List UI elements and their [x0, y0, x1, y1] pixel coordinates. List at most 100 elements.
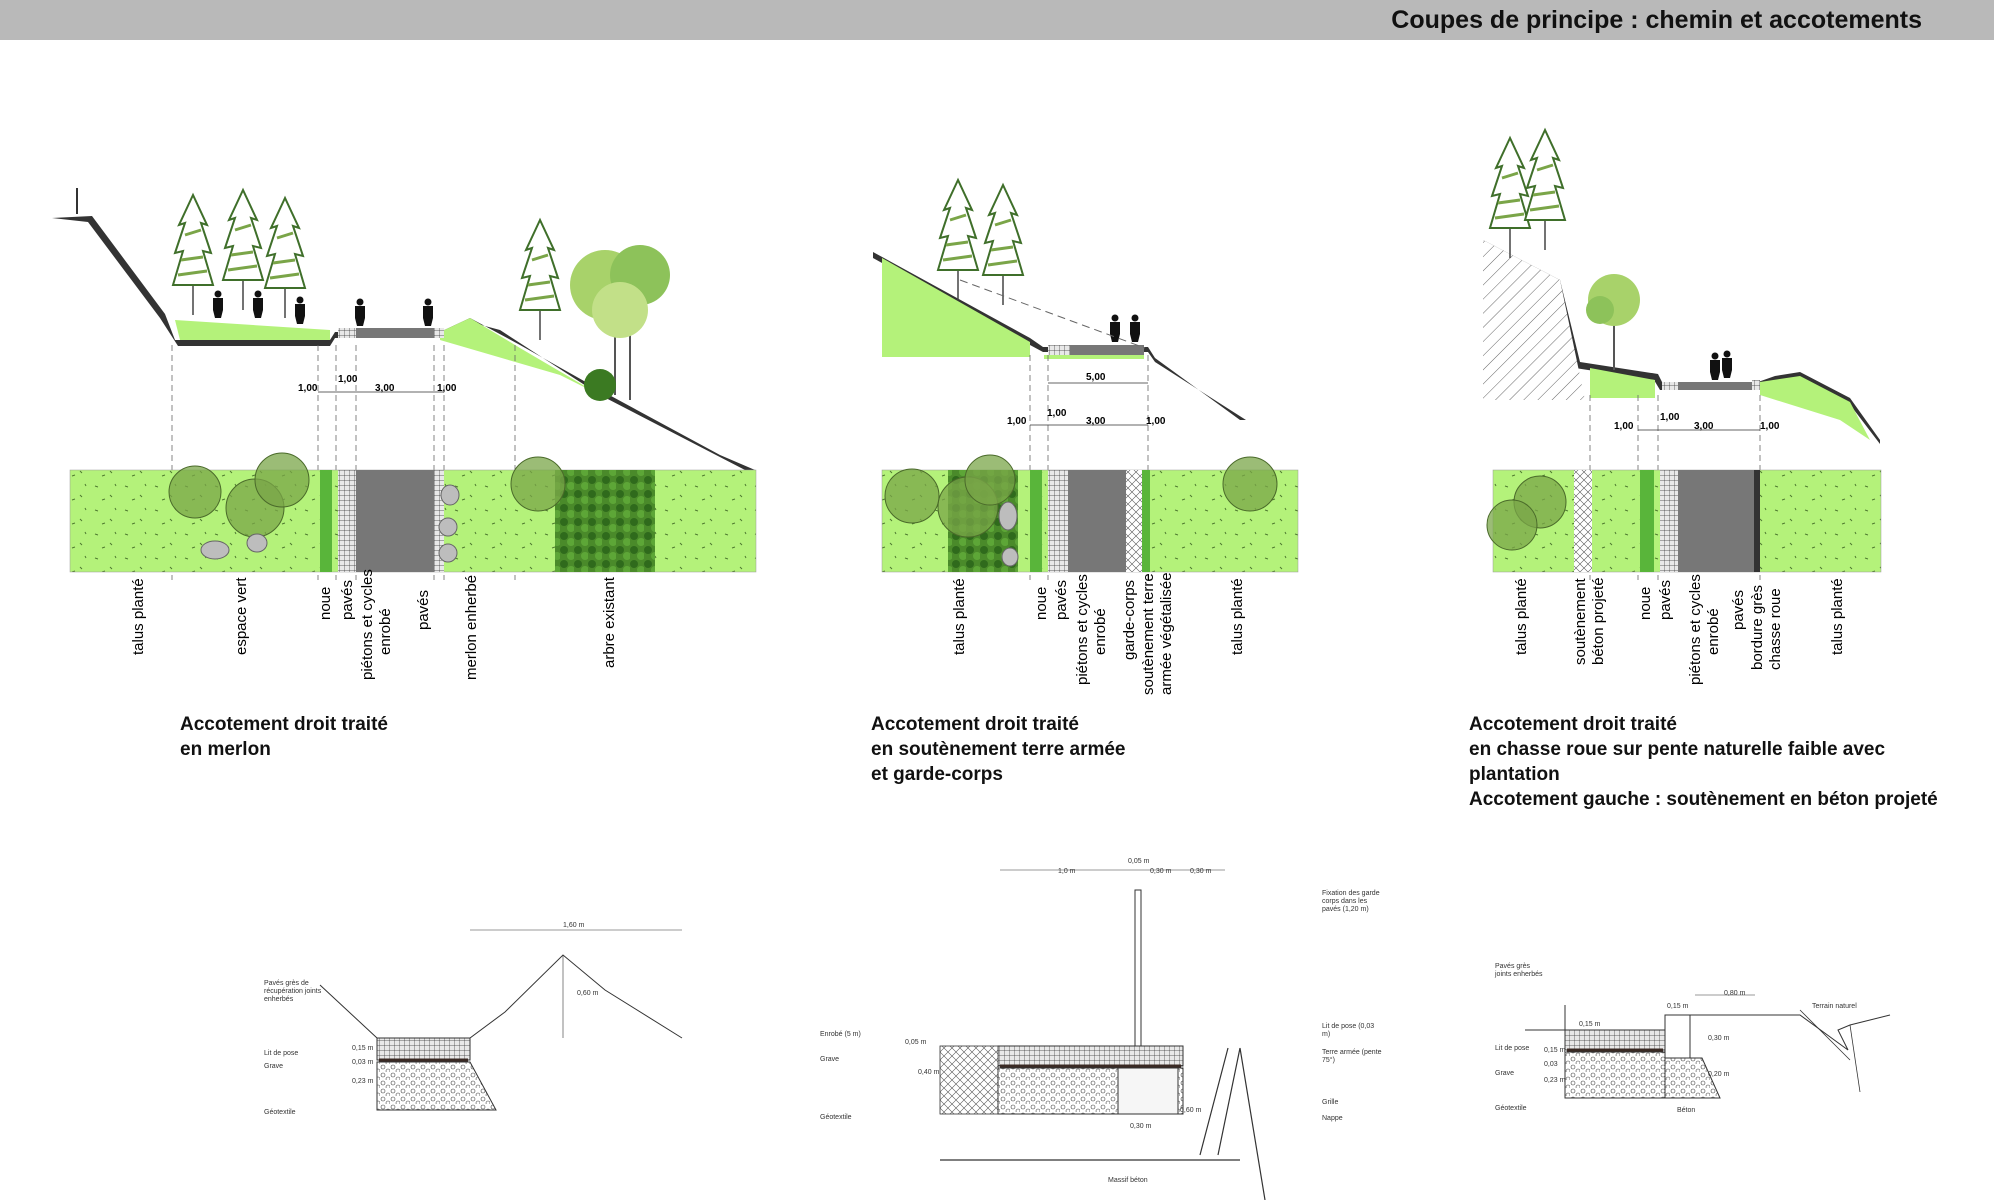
dim-label: 3,00: [375, 383, 395, 394]
caption-line: en soutènement terre armée: [871, 739, 1126, 760]
label-paves: pavés: [1730, 590, 1747, 630]
svg-text:enherbés: enherbés: [264, 996, 294, 1003]
svg-text:Fixation des garde: Fixation des garde: [1322, 890, 1380, 897]
svg-text:Pavés grès de: Pavés grès de: [264, 980, 309, 987]
title-bar: Coupes de principe : chemin et accotemen…: [0, 0, 1994, 40]
dim-label: 3,00: [1694, 421, 1714, 432]
label-enrobe: enrobé: [1705, 608, 1722, 655]
svg-text:Lit de pose (0,03: Lit de pose (0,03: [1322, 1023, 1374, 1030]
detail-2: [939, 869, 1266, 1200]
label-bordure-gres: bordure grès: [1749, 585, 1766, 670]
label-pietons: piétons et cycles: [1074, 574, 1091, 685]
svg-text:1,60 m: 1,60 m: [563, 922, 585, 929]
svg-text:Géotextile: Géotextile: [264, 1109, 296, 1116]
section-2-labels: talus planté noue pavés piétons et cycle…: [951, 572, 1246, 695]
caption-section-3: Accotement droit traité en chasse roue s…: [1469, 712, 1938, 812]
dim-label: 1,00: [1760, 421, 1780, 432]
svg-text:joints enherbés: joints enherbés: [1494, 971, 1543, 978]
label-talus-plante: talus planté: [1229, 578, 1246, 655]
section-3-dimensions: 1,00 1,00 3,00 1,00: [1614, 412, 1780, 432]
label-talus-plante: talus planté: [1513, 578, 1530, 655]
caption-line: Accotement droit traité: [871, 714, 1079, 735]
svg-text:Grave: Grave: [820, 1056, 839, 1063]
svg-text:Géotextile: Géotextile: [1495, 1105, 1527, 1112]
svg-text:1,0 m: 1,0 m: [1058, 868, 1076, 875]
svg-text:75°): 75°): [1322, 1056, 1335, 1064]
svg-text:Pavés grès: Pavés grès: [1495, 963, 1531, 970]
label-soutenement: soutènement: [1572, 577, 1589, 665]
label-paves: pavés: [339, 580, 356, 620]
svg-text:m): m): [1322, 1031, 1330, 1038]
label-pietons: piétons et cycles: [359, 569, 376, 680]
section-2-dimensions: 5,00 1,00 1,00 3,00 1,00: [1007, 372, 1166, 427]
svg-text:Enrobé (5 m): Enrobé (5 m): [820, 1031, 861, 1038]
label-beton-projete: béton projeté: [1590, 577, 1607, 665]
detail-3: [1525, 994, 1891, 1099]
dim-label: 1,00: [298, 383, 318, 394]
svg-text:Lit de pose: Lit de pose: [264, 1050, 298, 1057]
svg-text:0,23 m: 0,23 m: [1544, 1077, 1566, 1084]
dim-label: 1,00: [1614, 421, 1634, 432]
caption-section-2: Accotement droit traité en soutènement t…: [871, 712, 1126, 787]
detail-2-text: 0,05 m 1,0 m 0,30 m 0,30 m Fixation des …: [820, 858, 1382, 1184]
section-2-elevation: 5,00 1,00 1,00 3,00 1,00: [873, 178, 1246, 580]
svg-text:0,60 m: 0,60 m: [577, 990, 599, 997]
svg-text:0,23 m: 0,23 m: [352, 1078, 374, 1085]
svg-text:0,40 m: 0,40 m: [918, 1069, 940, 1076]
label-espace-vert: espace vert: [233, 577, 250, 655]
existing-tree-icon: [570, 245, 670, 401]
caption-line: plantation: [1469, 764, 1560, 785]
section-1-elevation: 1,00 1,00 3,00 1,00: [52, 188, 755, 580]
label-paves: pavés: [415, 590, 432, 630]
label-soutenement: soutènement terre: [1140, 573, 1157, 695]
svg-text:Grille: Grille: [1322, 1099, 1338, 1106]
dim-label: 1,00: [1146, 416, 1166, 427]
label-pietons: piétons et cycles: [1687, 574, 1704, 685]
svg-text:Massif béton: Massif béton: [1108, 1177, 1148, 1184]
dim-label: 1,00: [1047, 408, 1067, 419]
svg-text:0,60 m: 0,60 m: [1180, 1107, 1202, 1114]
svg-text:0,05 m: 0,05 m: [905, 1039, 927, 1046]
svg-text:corps dans les: corps dans les: [1322, 898, 1368, 905]
svg-text:Grave: Grave: [1495, 1070, 1514, 1077]
label-noue: noue: [317, 587, 334, 620]
detail-1-text: 1,60 m 0,60 m Pavés grès de récupération…: [264, 922, 599, 1116]
label-enrobe: enrobé: [1092, 608, 1109, 655]
caption-section-1: Accotement droit traité en merlon: [180, 712, 388, 762]
svg-text:0,03 m: 0,03 m: [352, 1059, 374, 1066]
label-arbre-existant: arbre existant: [601, 576, 618, 668]
label-talus-plante: talus planté: [130, 578, 147, 655]
caption-line: et garde-corps: [871, 764, 1003, 785]
svg-text:Terrain naturel: Terrain naturel: [1812, 1003, 1857, 1010]
label-enrobe: enrobé: [377, 608, 394, 655]
svg-text:Terre armée (pente: Terre armée (pente: [1322, 1049, 1382, 1056]
svg-text:Béton: Béton: [1677, 1107, 1695, 1114]
section-1-plan: [69, 452, 757, 573]
dim-label: 1,00: [1007, 416, 1027, 427]
label-talus-plante: talus planté: [1829, 578, 1846, 655]
label-chasse-roue: chasse roue: [1767, 588, 1784, 670]
svg-text:0,30 m: 0,30 m: [1130, 1123, 1152, 1130]
detail-1: [319, 929, 683, 1111]
svg-text:récupération joints: récupération joints: [264, 988, 322, 995]
svg-text:0,80 m: 0,80 m: [1724, 990, 1746, 997]
svg-text:0,15 m: 0,15 m: [1667, 1003, 1689, 1010]
section-1-dimensions: 1,00 1,00 3,00 1,00: [298, 374, 457, 394]
detail-3-text: Pavés grès joints enherbés Lit de pose G…: [1494, 963, 1857, 1114]
label-merlon: merlon enherbé: [463, 575, 480, 680]
svg-text:0,30 m: 0,30 m: [1708, 1035, 1730, 1042]
svg-text:Lit de pose: Lit de pose: [1495, 1045, 1529, 1052]
dim-label: 3,00: [1086, 416, 1106, 427]
page-title: Coupes de principe : chemin et accotemen…: [1391, 6, 1922, 34]
svg-text:0,20 m: 0,20 m: [1708, 1071, 1730, 1078]
svg-text:0,03: 0,03: [1544, 1061, 1558, 1068]
svg-text:0,05 m: 0,05 m: [1128, 858, 1150, 865]
label-paves: pavés: [1657, 580, 1674, 620]
svg-text:0,15 m: 0,15 m: [1544, 1047, 1566, 1054]
svg-text:Géotextile: Géotextile: [820, 1114, 852, 1121]
svg-text:pavés (1,20 m): pavés (1,20 m): [1322, 906, 1369, 913]
label-paves: pavés: [1053, 580, 1070, 620]
caption-line: Accotement gauche : soutènement en béton…: [1469, 789, 1938, 810]
svg-text:Nappe: Nappe: [1322, 1115, 1343, 1122]
